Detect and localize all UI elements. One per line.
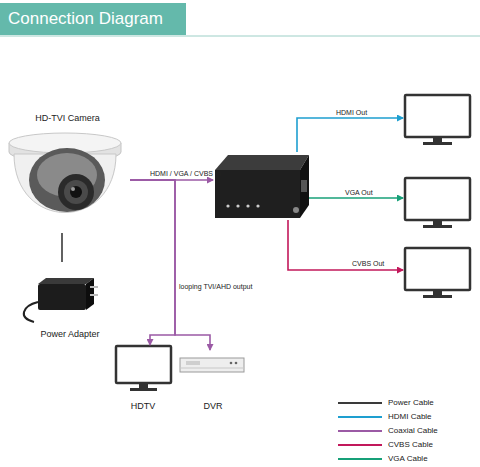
legend-swatch [338, 402, 382, 404]
monitor-node [403, 93, 472, 147]
edge-label: HDMI Out [336, 109, 367, 117]
legend-label: VGA Cable [388, 454, 428, 464]
vga-cable [309, 197, 403, 199]
edge-label: VGA Out [345, 189, 373, 197]
coaxial-cable [130, 180, 175, 345]
cvbs-cable [288, 220, 403, 270]
edge-label: looping TVI/AHD output [179, 283, 252, 291]
node-label: HD-TVI Camera [35, 113, 100, 124]
hdtv-node: HDTV [112, 345, 174, 412]
legend-label: HDMI Cable [388, 412, 432, 422]
edge-label: CVBS Out [352, 260, 384, 268]
coaxial-cable [130, 180, 210, 350]
header-rule [0, 36, 480, 37]
camera-node: HD-TVI Camera [5, 113, 130, 233]
monitor-illustration [405, 248, 470, 298]
title-banner: Connection Diagram [0, 3, 186, 35]
legend-swatch [338, 444, 382, 446]
power-adapter-node: Power Adapter [15, 262, 125, 340]
node-label: HDTV [131, 401, 156, 412]
title-text: Connection Diagram [8, 9, 163, 28]
converter-box-illustration [215, 155, 309, 218]
power-adapter-illustration [24, 278, 98, 322]
legend-label: Coaxial Cable [388, 426, 438, 436]
monitor-node [403, 246, 472, 300]
dome-camera-illustration [9, 133, 121, 213]
power-cable [61, 233, 63, 262]
hdtv-illustration [116, 346, 171, 391]
legend-swatch [338, 458, 382, 460]
legend-swatch [338, 416, 382, 418]
coaxial-cable [130, 179, 213, 181]
legend-label: CVBS Cable [388, 440, 433, 450]
legend-label: Power Cable [388, 398, 434, 408]
edge-label: HDMI / VGA / CVBS In [150, 170, 221, 178]
dvr-node: DVR [177, 350, 249, 412]
monitor-node [403, 176, 472, 230]
hdmi-cable [297, 118, 403, 152]
monitor-illustration [405, 95, 470, 145]
node-label: DVR [203, 401, 222, 412]
legend-swatch [338, 430, 382, 432]
monitor-illustration [405, 178, 470, 228]
converter-box [213, 152, 309, 220]
dvr-illustration [180, 358, 244, 372]
node-label: Power Adapter [40, 329, 99, 340]
